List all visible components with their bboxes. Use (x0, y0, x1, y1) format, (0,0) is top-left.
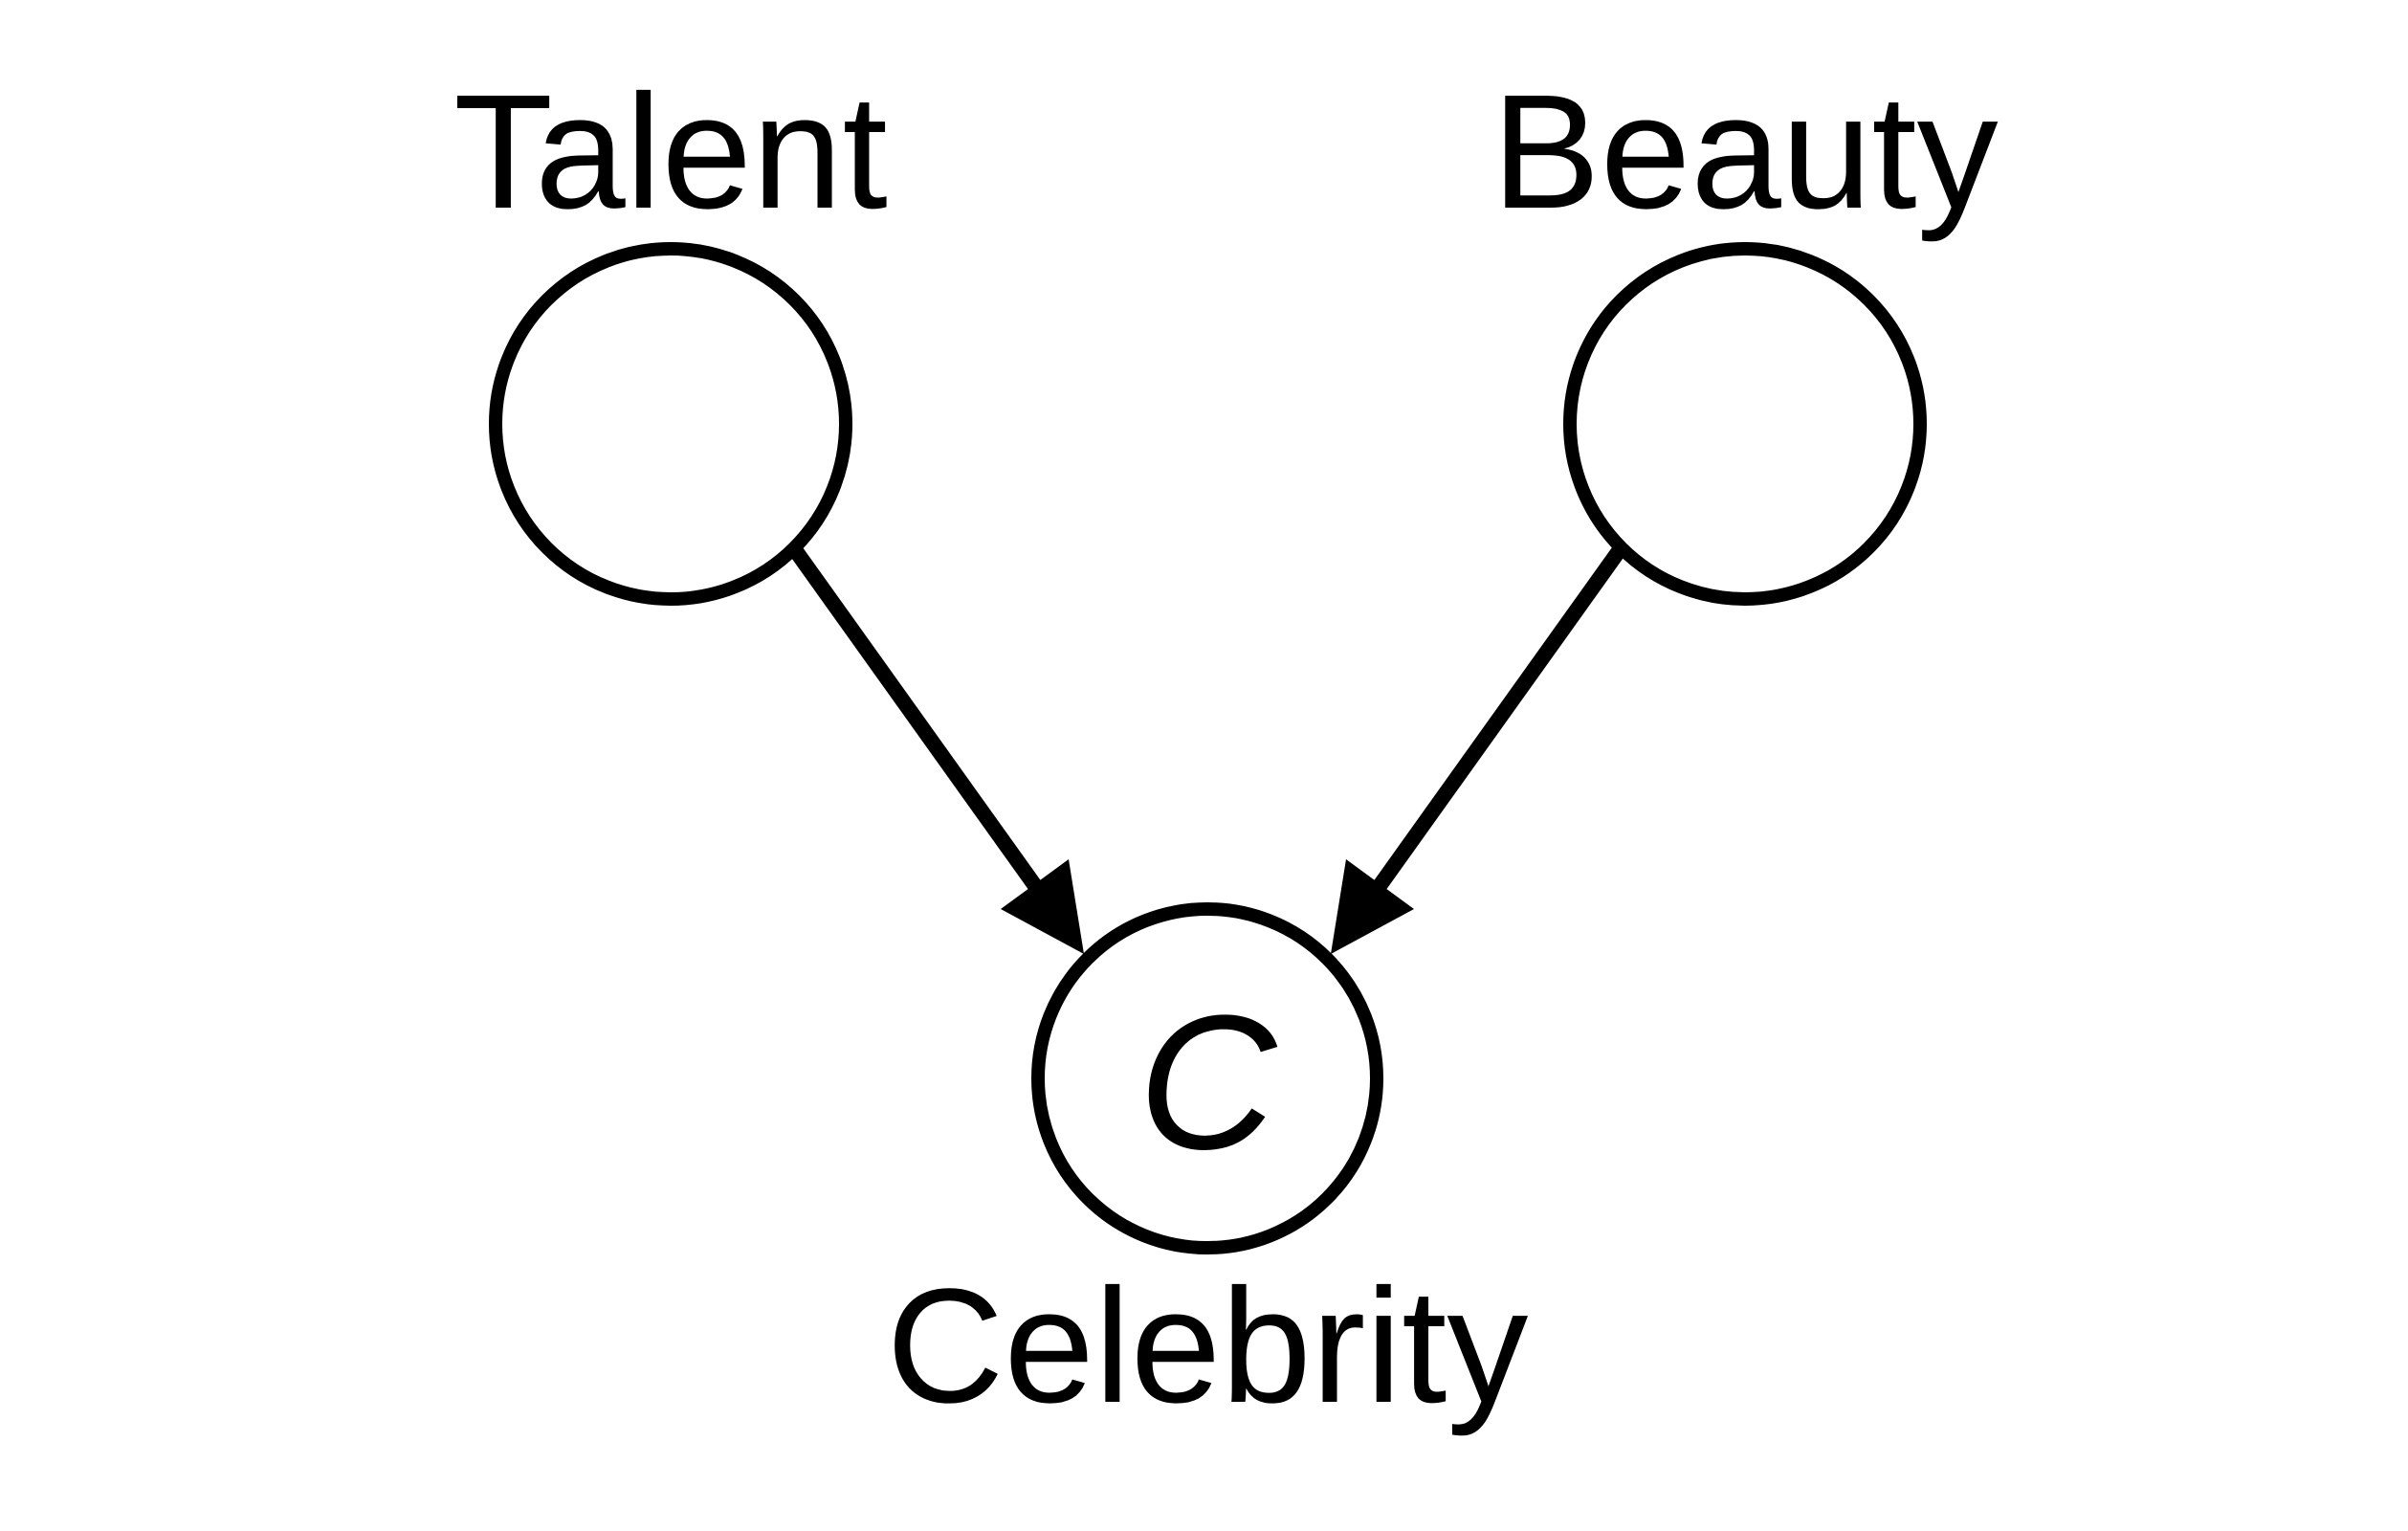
node-circle-celebrity (1031, 902, 1383, 1254)
node-celebrity: C Celebrity (887, 902, 1529, 1437)
node-label-talent: Talent (453, 61, 888, 243)
edge-line-talent-celebrity (784, 540, 1045, 895)
node-circle-talent (489, 242, 852, 606)
node-inner-label-celebrity: C (1138, 976, 1278, 1189)
edge-beauty-celebrity (1331, 540, 1630, 954)
node-label-celebrity: Celebrity (887, 1255, 1529, 1437)
node-label-beauty: Beauty (1491, 61, 1998, 243)
arrowhead-talent-celebrity (1001, 859, 1084, 954)
edge-talent-celebrity (784, 540, 1084, 954)
node-circle-beauty (1563, 242, 1927, 606)
node-beauty: Beauty (1491, 61, 1999, 606)
edge-line-beauty-celebrity (1370, 540, 1630, 895)
node-talent: Talent (453, 61, 888, 606)
arrowhead-beauty-celebrity (1331, 859, 1414, 954)
